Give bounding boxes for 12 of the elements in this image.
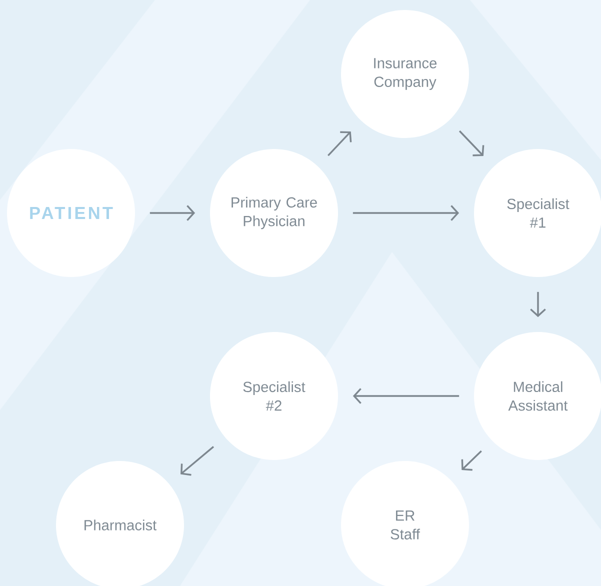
arrow [328,131,352,156]
arrow [352,388,460,404]
arrow [352,205,460,221]
arrow [530,292,546,318]
circle-node: Specialist #2 [210,332,338,460]
arrow [461,450,482,471]
arrow [150,205,196,221]
arrow [458,130,484,156]
arrow [180,446,214,476]
circle-node: PATIENT [7,149,135,277]
circle-node: Primary Care Physician [210,149,338,277]
circle-node: Insurance Company [341,10,469,138]
